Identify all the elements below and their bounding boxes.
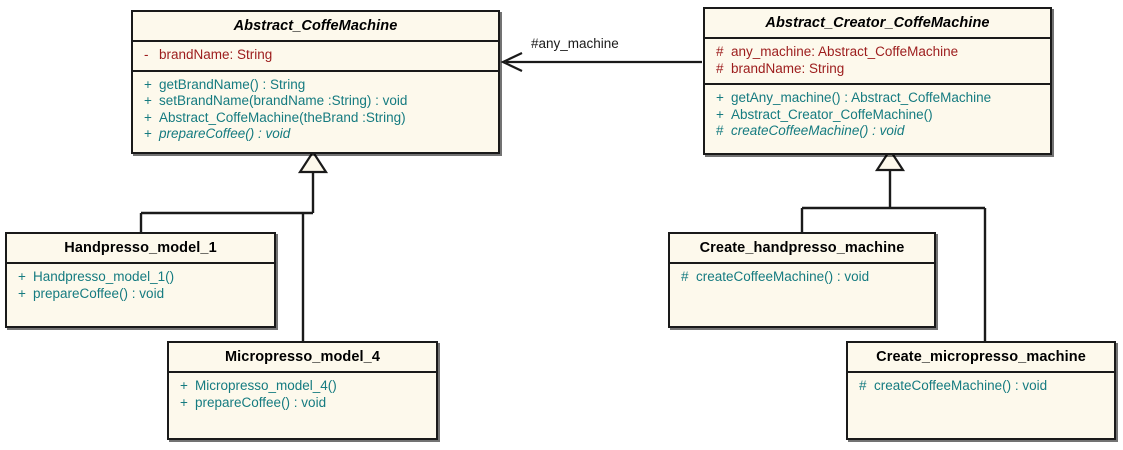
method-compartment: + Micropresso_model_4() + prepareCoffee(… (169, 373, 436, 417)
class-title: Handpresso_model_1 (64, 240, 217, 256)
class-title: Micropresso_model_4 (224, 349, 380, 365)
method-compartment: + getBrandName() : String + setBrandName… (133, 72, 498, 149)
method-row: + prepareCoffee() : void (11, 286, 270, 303)
method-compartment: + Handpresso_model_1() + prepareCoffee()… (7, 264, 274, 308)
method-compartment-spacer (674, 286, 930, 300)
visibility-marker: # (716, 60, 724, 76)
class-box-micropresso-model-4[interactable]: Micropresso_model_4 + Micropresso_model_… (167, 341, 438, 440)
method-row: + Micropresso_model_4() (173, 378, 432, 395)
class-divider (848, 371, 1114, 373)
attribute-label: brandName: String (731, 60, 845, 76)
association-any-machine (500, 52, 702, 72)
method-compartment: # createCoffeeMachine() : void (848, 373, 1114, 415)
class-title: Create_handpresso_machine (699, 240, 905, 256)
method-row: # createCoffeeMachine() : void (852, 378, 1110, 395)
visibility-marker: + (144, 109, 152, 125)
class-box-create-micropresso-machine[interactable]: Create_micropresso_machine # createCoffe… (846, 341, 1116, 440)
method-label: Abstract_CoffeMachine(theBrand :String) (159, 109, 406, 125)
method-label: Micropresso_model_4() (195, 378, 337, 393)
class-divider (169, 371, 436, 373)
class-title: Abstract_Creator_CoffeMachine (765, 15, 990, 31)
class-box-handpresso-model-1[interactable]: Handpresso_model_1 + Handpresso_model_1(… (5, 232, 276, 328)
method-label: Abstract_Creator_CoffeMachine() (731, 106, 933, 122)
visibility-marker: + (180, 394, 188, 410)
visibility-marker: + (144, 76, 152, 92)
method-row: + setBrandName(brandName :String) : void (137, 93, 494, 110)
class-box-abstract-creator-coffemachine[interactable]: Abstract_Creator_CoffeMachine # any_mach… (703, 7, 1052, 155)
class-box-create-handpresso-machine[interactable]: Create_handpresso_machine # createCoffee… (668, 232, 936, 328)
method-row: + prepareCoffee() : void (137, 126, 494, 143)
attribute-compartment: # any_machine: Abstract_CoffeMachine # b… (705, 39, 1050, 83)
class-divider (7, 262, 274, 264)
class-box-abstract-coffemachine[interactable]: Abstract_CoffeMachine - brandName: Strin… (131, 10, 500, 154)
visibility-marker: + (716, 106, 724, 122)
attribute-row: # any_machine: Abstract_CoffeMachine (709, 44, 1046, 61)
method-compartment: # createCoffeeMachine() : void (670, 264, 934, 306)
class-divider (705, 83, 1050, 85)
class-divider (670, 262, 934, 264)
method-row: + Abstract_CoffeMachine(theBrand :String… (137, 110, 494, 127)
method-row: + getBrandName() : String (137, 77, 494, 94)
method-label: getBrandName() : String (159, 76, 306, 92)
class-divider (133, 69, 498, 72)
method-label: createCoffeeMachine() : void (731, 123, 905, 138)
method-row: # createCoffeeMachine() : void (674, 269, 930, 286)
visibility-marker: + (716, 90, 724, 105)
method-label: prepareCoffee() : void (33, 285, 165, 301)
visibility-marker: # (716, 123, 724, 138)
generalization-left-tree (139, 149, 329, 341)
method-row: + Abstract_Creator_CoffeMachine() (709, 107, 1046, 124)
visibility-marker: - (144, 47, 149, 62)
class-divider (705, 37, 1050, 39)
method-label: Handpresso_model_1() (33, 269, 175, 284)
method-row: + Handpresso_model_1() (11, 269, 270, 286)
attribute-row: - brandName: String (137, 47, 494, 64)
generalization-right-tree (800, 147, 987, 342)
attribute-row: # brandName: String (709, 61, 1046, 78)
method-compartment: + getAny_machine() : Abstract_CoffeMachi… (705, 85, 1050, 146)
method-label: prepareCoffee() : void (159, 126, 291, 141)
visibility-marker: # (859, 378, 867, 393)
method-row: # createCoffeeMachine() : void (709, 123, 1046, 140)
method-label: prepareCoffee() : void (195, 394, 327, 410)
visibility-marker: + (144, 126, 152, 141)
method-label: createCoffeeMachine() : void (874, 378, 1048, 393)
method-row: + prepareCoffee() : void (173, 395, 432, 412)
class-divider (133, 40, 498, 42)
attribute-label: any_machine: Abstract_CoffeMachine (731, 44, 959, 59)
association-label-any-machine: #any_machine (531, 36, 619, 51)
attribute-compartment: - brandName: String (133, 42, 498, 70)
method-row: + getAny_machine() : Abstract_CoffeMachi… (709, 90, 1046, 107)
visibility-marker: # (681, 269, 689, 284)
class-title: Abstract_CoffeMachine (233, 18, 398, 34)
visibility-marker: + (18, 269, 26, 284)
class-title: Create_micropresso_machine (876, 349, 1086, 365)
method-label: createCoffeeMachine() : void (696, 269, 870, 284)
visibility-marker: + (180, 378, 188, 393)
method-compartment-spacer (852, 395, 1110, 409)
attribute-label: brandName: String (159, 47, 273, 62)
method-label: getAny_machine() : Abstract_CoffeMachine (731, 90, 992, 105)
visibility-marker: # (716, 44, 724, 59)
visibility-marker: + (18, 285, 26, 301)
visibility-marker: + (144, 93, 152, 108)
method-label: setBrandName(brandName :String) : void (159, 93, 408, 108)
